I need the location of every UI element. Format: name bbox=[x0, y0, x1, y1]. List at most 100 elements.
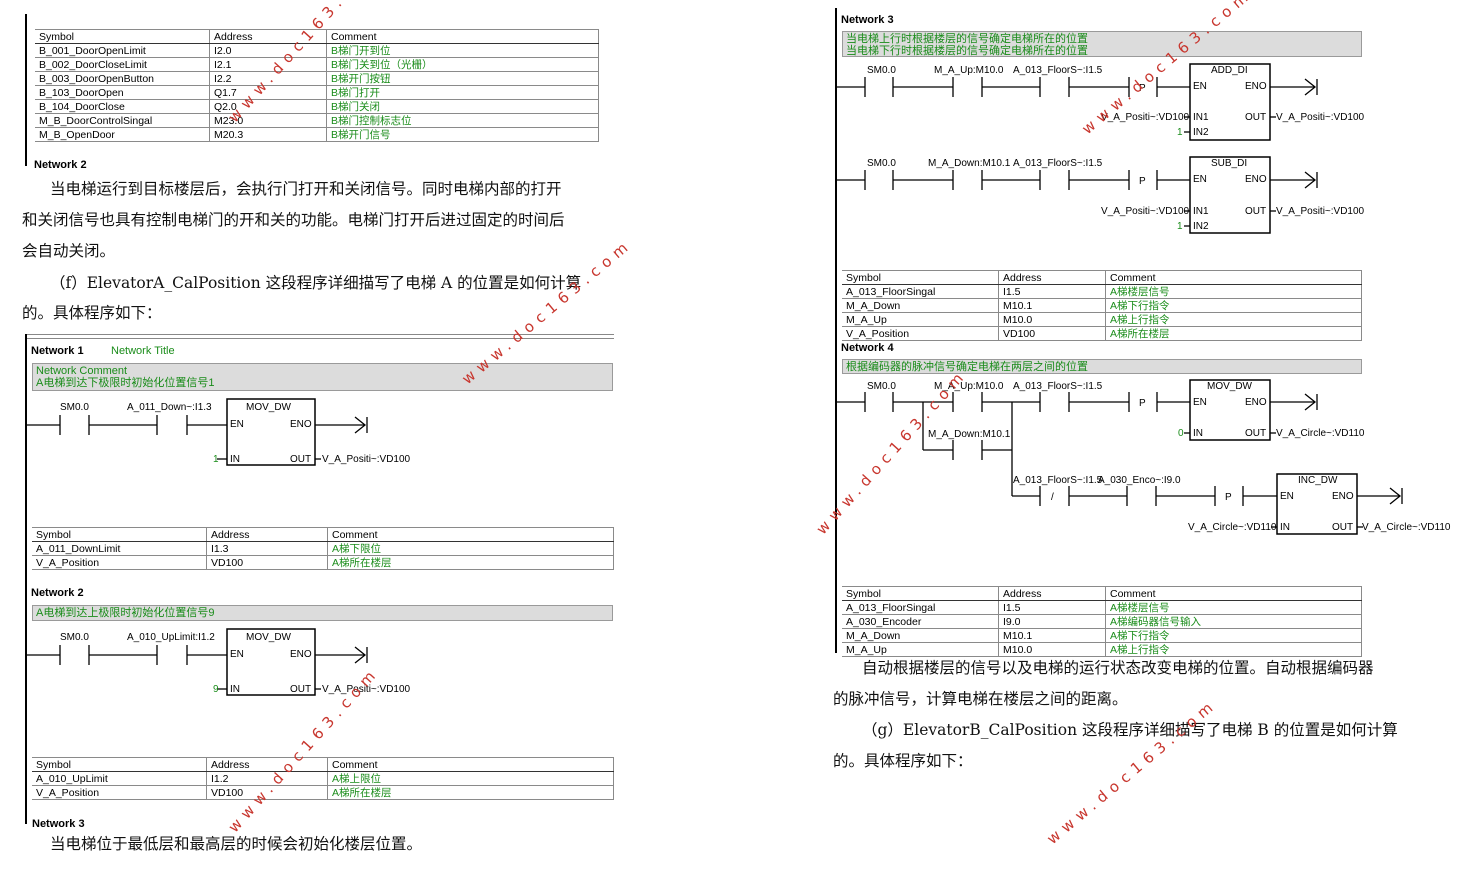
paragraph-init-position: 当电梯位于最低层和最高层的时候会初始化楼层位置。 bbox=[50, 835, 423, 853]
table-header: Symbol Address Comment bbox=[35, 29, 599, 44]
paragraph-g-line2: 的。具体程序如下： bbox=[833, 752, 973, 770]
net3-r1-block-name: ADD_DI bbox=[1211, 65, 1248, 76]
net3-label: Network 3 bbox=[841, 14, 894, 26]
svg-text:1: 1 bbox=[1177, 221, 1183, 232]
net2-contact2-label: A_010_UpLimit:I1.2 bbox=[127, 632, 215, 643]
svg-text:OUT: OUT bbox=[290, 684, 311, 695]
net4-contact4-label: A_013_FloorS~:I1.5 bbox=[1013, 475, 1103, 486]
paragraph-g-line1: （g）ElevatorB_CalPosition 这段程序详细描写了电梯 B 的… bbox=[862, 721, 1398, 739]
svg-text:EN: EN bbox=[1193, 174, 1207, 185]
svg-text:EN: EN bbox=[1280, 491, 1294, 502]
svg-text:OUT: OUT bbox=[1245, 428, 1266, 439]
paragraph-auto-line1: 自动根据楼层的信号以及电梯的运行状态改变电梯的位置。自动根据编码器 bbox=[862, 659, 1374, 677]
net2-block-name: MOV_DW bbox=[246, 632, 292, 643]
net4-contact2b-label: M_A_Down:M10.1 bbox=[928, 429, 1011, 440]
col-symbol: Symbol bbox=[35, 29, 210, 44]
cut-network-label-bottom: Network 3 bbox=[32, 818, 85, 830]
net3-r2-contact1-label: SM0.0 bbox=[867, 158, 896, 169]
cut-network-label-top: Network 2 bbox=[34, 159, 87, 171]
svg-text:P: P bbox=[1225, 492, 1232, 503]
net3-r2-contact2-label: M_A_Down:M10.1 bbox=[928, 158, 1011, 169]
paragraph-door-line2: 和关闭信号也具有控制电梯门的开和关的功能。电梯门打开后进过固定的时间后 bbox=[22, 211, 565, 229]
svg-text:V_A_Positi~:VD100: V_A_Positi~:VD100 bbox=[1101, 206, 1190, 217]
net3-r2-block-name: SUB_DI bbox=[1211, 158, 1247, 169]
svg-text:V_A_Circle~:VD110: V_A_Circle~:VD110 bbox=[1188, 522, 1277, 533]
svg-text:OUT: OUT bbox=[1245, 206, 1266, 217]
net3-rung2-diagram: SM0.0 M_A_Down:M10.1 A_013_FloorS~:I1.5 … bbox=[835, 156, 1365, 234]
svg-text:IN: IN bbox=[230, 684, 240, 695]
left-ladder-frame-top bbox=[25, 334, 614, 339]
svg-text:EN: EN bbox=[230, 649, 244, 660]
svg-text:EN: EN bbox=[1193, 397, 1207, 408]
net3-r1-contact2-label: M_A_Up:M10.0 bbox=[934, 65, 1004, 76]
right-ladder-rail bbox=[835, 8, 837, 653]
svg-text:9: 9 bbox=[213, 684, 219, 695]
svg-text:IN2: IN2 bbox=[1193, 221, 1209, 232]
net1-ladder-diagram: SM0.0 A_011_Down~:I1.3 MOV_DW EN ENO IN … bbox=[25, 398, 411, 466]
svg-text:V_A_Positi~:VD100: V_A_Positi~:VD100 bbox=[1276, 206, 1365, 217]
net4-contact2-label: M_A_Up:M10.0 bbox=[934, 381, 1004, 392]
net3-r1-contact1-label: SM0.0 bbox=[867, 65, 896, 76]
svg-text:/: / bbox=[1051, 492, 1054, 503]
net2-ladder-diagram: SM0.0 A_010_UpLimit:I1.2 MOV_DW EN ENO I… bbox=[25, 628, 411, 696]
svg-text:ENO: ENO bbox=[1245, 397, 1267, 408]
svg-text:V_A_Positi~:VD100: V_A_Positi~:VD100 bbox=[322, 454, 411, 465]
svg-text:P: P bbox=[1139, 398, 1146, 409]
svg-text:V_A_Circle~:VD110: V_A_Circle~:VD110 bbox=[1276, 428, 1365, 439]
left-ladder-rail bbox=[25, 334, 27, 824]
svg-text:ENO: ENO bbox=[290, 419, 312, 430]
net4-block1-name: MOV_DW bbox=[1207, 381, 1253, 392]
svg-text:EN: EN bbox=[1193, 81, 1207, 92]
net1-comment: Network Comment A电梯到达下极限时初始化位置信号1 bbox=[32, 363, 613, 391]
net1-block-name: MOV_DW bbox=[246, 402, 292, 413]
net4-comment: 根据编码器的脉冲信号确定电梯在两层之间的位置 bbox=[842, 359, 1362, 374]
svg-text:V_A_Positi~:VD100: V_A_Positi~:VD100 bbox=[1101, 112, 1190, 123]
net1-contact1-label: SM0.0 bbox=[60, 402, 89, 413]
col-comment: Comment bbox=[326, 29, 599, 44]
net2-label: Network 2 bbox=[31, 587, 84, 599]
net2-contact1-label: SM0.0 bbox=[60, 632, 89, 643]
svg-text:V_A_Positi~:VD100: V_A_Positi~:VD100 bbox=[322, 684, 411, 695]
net3-rung1-diagram: SM0.0 M_A_Up:M10.0 A_013_FloorS~:I1.5 P … bbox=[835, 63, 1365, 141]
paragraph-door-line3: 会自动关闭。 bbox=[22, 242, 116, 260]
svg-text:OUT: OUT bbox=[1245, 112, 1266, 123]
svg-text:ENO: ENO bbox=[1245, 81, 1267, 92]
svg-text:ENO: ENO bbox=[290, 649, 312, 660]
svg-text:IN: IN bbox=[1280, 522, 1290, 533]
svg-text:OUT: OUT bbox=[290, 454, 311, 465]
svg-text:IN: IN bbox=[230, 454, 240, 465]
net3-comment: 当电梯上行时根据楼层的信号确定电梯所在的位置 当电梯下行时根据楼层的信号确定电梯… bbox=[842, 31, 1362, 57]
net4-contact1-label: SM0.0 bbox=[867, 381, 896, 392]
top-left-rail bbox=[25, 14, 27, 166]
svg-text:ENO: ENO bbox=[1245, 174, 1267, 185]
svg-text:0: 0 bbox=[1178, 428, 1184, 439]
top-symbol-table: Symbol Address Comment B_001_DoorOpenLim… bbox=[35, 29, 599, 142]
paragraph-f-line2: 的。具体程序如下： bbox=[22, 304, 162, 322]
net4-label: Network 4 bbox=[841, 342, 894, 354]
